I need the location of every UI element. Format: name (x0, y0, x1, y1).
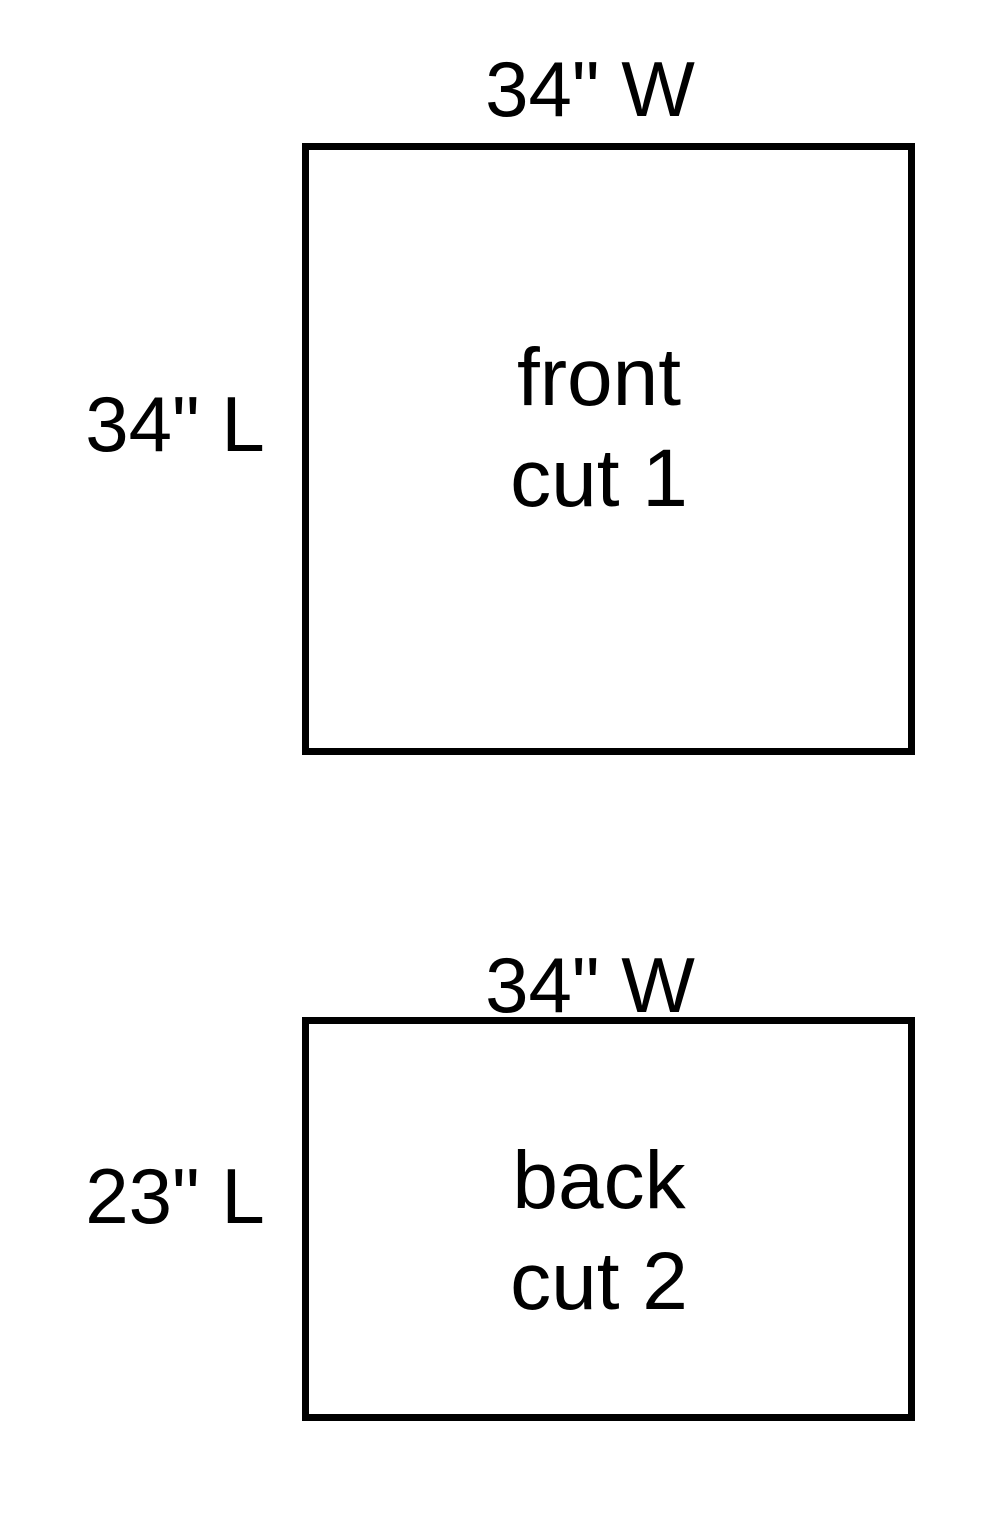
front-pattern-rectangle: front cut 1 (302, 143, 915, 755)
back-piece-text: back cut 2 (309, 1130, 889, 1332)
front-piece-text: front cut 1 (309, 327, 889, 529)
front-piece-name: front (516, 332, 682, 423)
back-length-label: 23" L (85, 1152, 265, 1240)
front-length-label: 34" L (85, 380, 265, 468)
front-width-label: 34" W (485, 45, 695, 133)
back-piece-name: back (512, 1135, 686, 1226)
back-piece-cut: cut 2 (510, 1236, 688, 1327)
front-piece: 34" W 34" L front cut 1 (85, 45, 915, 755)
back-pattern-rectangle: back cut 2 (302, 1017, 915, 1421)
back-width-label: 34" W (485, 941, 695, 1029)
front-piece-cut: cut 1 (510, 433, 688, 524)
back-piece: 34" W 23" L back cut 2 (0, 900, 1000, 1440)
